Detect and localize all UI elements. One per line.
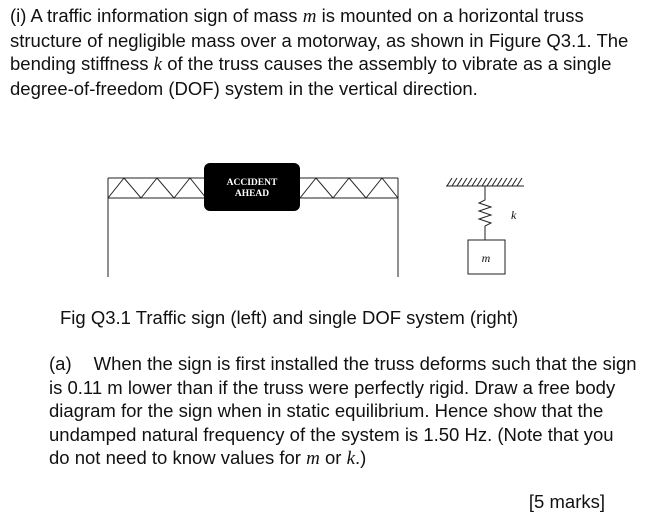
marks-label: [5 marks]: [528, 491, 605, 512]
spring: [477, 186, 493, 240]
figure-caption: Fig Q3.1 Traffic sign (left) and single …: [60, 307, 519, 328]
part-a-label: (a): [49, 353, 72, 374]
traffic-sign: ACCIDENT AHEAD: [204, 163, 300, 211]
mass-block: [467, 239, 506, 275]
spring-label: k: [511, 208, 517, 222]
intro-text-1: A traffic information sign of mass: [26, 5, 303, 26]
single-dof-model: [446, 177, 524, 275]
question-label: (i): [10, 5, 27, 26]
figure-q3-1: ACCIDENT AHEAD k m: [107, 163, 524, 277]
sign-text-line2: AHEAD: [235, 189, 269, 199]
sign-board: [204, 163, 300, 211]
part-a-text-1: When the sign is first installed the tru…: [49, 353, 637, 469]
question-intro: (i) A traffic information sign of mass m…: [10, 4, 640, 100]
intro-text-2: is mounted on a horizontal truss structu…: [10, 5, 629, 74]
mass-symbol: m: [302, 6, 317, 27]
intro-text-3: of the truss causes the assembly to vibr…: [10, 53, 612, 99]
truss-structure: [107, 177, 399, 277]
mass-label: m: [482, 251, 491, 265]
part-a-stiffness-symbol: k: [346, 448, 356, 470]
sign-text-line1: ACCIDENT: [227, 178, 278, 188]
part-a-text: (a)When the sign is first installed the …: [49, 352, 639, 471]
part-a-text-3: .): [355, 447, 367, 469]
stiffness-symbol: k: [153, 54, 163, 75]
part-a-text-2: or: [319, 447, 347, 469]
part-a-mass-symbol: m: [306, 448, 320, 470]
ground-hatching: [446, 177, 523, 187]
